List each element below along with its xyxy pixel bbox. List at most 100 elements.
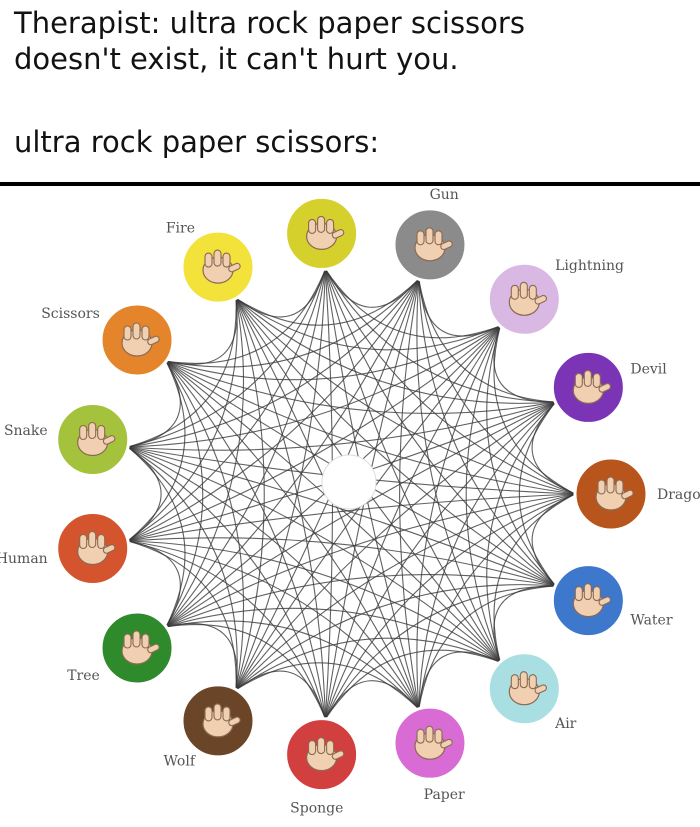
finger-gun-hand-icon [414, 227, 453, 262]
beats-arrow-line [324, 325, 501, 719]
wolf-hand-icon [202, 703, 241, 738]
fire-hand-icon [202, 249, 241, 284]
beats-arrow-line [486, 325, 556, 587]
beats-arrow-line [166, 623, 238, 690]
dragon-hand-icon [595, 476, 634, 511]
paper-hand-icon [414, 725, 453, 760]
gesture-web-lines [127, 268, 576, 720]
beats-arrow-line [418, 401, 556, 709]
beats-arrow-line [324, 585, 556, 720]
beats-arrow-line [166, 268, 326, 364]
gesture-label: Fire [166, 220, 195, 236]
beats-arrow-line [324, 268, 576, 495]
gesture-node-devil: Devil [550, 349, 667, 425]
beats-arrow-line [165, 360, 576, 495]
beats-arrow-line [165, 298, 244, 628]
devil-horns-hand-icon [572, 369, 612, 404]
beats-arrow-line [324, 268, 556, 403]
beats-arrow-line [165, 574, 556, 628]
beats-arrow-line [235, 401, 556, 691]
beats-arrow-line [324, 649, 501, 720]
beats-arrow-line [127, 298, 237, 448]
gesture-label: Wolf [163, 754, 196, 770]
beats-arrow-line [324, 401, 556, 719]
gesture-node-paper: Paper [392, 705, 468, 803]
beats-arrow-line [166, 278, 420, 368]
gesture-node-snake: Snake [4, 402, 131, 478]
beats-arrow-line [235, 325, 501, 690]
beats-arrow-line [235, 297, 576, 495]
gesture-label: Tree [67, 668, 100, 684]
beats-arrow-line [127, 446, 238, 690]
beats-arrow-line [165, 401, 556, 628]
beats-arrow-line [165, 360, 326, 719]
gesture-node-fire: Fire [166, 220, 256, 305]
beats-arrow-line [127, 269, 326, 448]
beats-arrow-line [127, 446, 501, 663]
gesture-node-scissors: Scissors [41, 302, 175, 378]
gesture-node-human: Human [0, 510, 131, 586]
gesture-label: Water [630, 612, 672, 628]
beats-arrow-line [127, 540, 237, 690]
beats-arrow-line [127, 325, 501, 448]
beats-arrow-line [465, 325, 501, 663]
beats-arrow-line [235, 298, 265, 690]
gesture-nodes: RockGunLightningDevilDragonWaterAirPaper… [0, 174, 700, 817]
beats-arrow-line [324, 269, 501, 663]
gesture-node-gun: Gun [392, 187, 468, 283]
beats-arrow-line [127, 360, 186, 542]
water-hand-icon [572, 583, 612, 618]
beats-arrow-line [127, 298, 238, 542]
gesture-label: Lightning [555, 258, 624, 274]
tree-hand-icon [121, 630, 160, 665]
beats-arrow-line [399, 279, 420, 709]
gesture-node-wolf: Wolf [163, 683, 256, 770]
beats-arrow-line [416, 279, 501, 663]
beats-arrow-line [324, 493, 576, 720]
beats-arrow-line [486, 401, 556, 663]
ultra-rps-diagram: RockGunLightningDevilDragonWaterAirPaper… [0, 174, 700, 823]
beats-arrow-line [127, 540, 501, 663]
beats-arrow-line [235, 269, 326, 690]
beats-arrow-line [418, 279, 556, 403]
divider-line [0, 182, 700, 186]
gesture-label: Dragon [657, 487, 700, 503]
beats-arrow-line [235, 298, 326, 719]
beats-arrow-line [166, 620, 420, 710]
gesture-label: Scissors [41, 306, 100, 322]
beats-arrow-line [416, 325, 501, 709]
meme-caption: Therapist: ultra rock paper scissors doe… [0, 0, 700, 184]
beats-arrow-line [127, 269, 326, 542]
beats-arrow-line [235, 278, 420, 326]
gesture-label: Snake [4, 423, 48, 439]
gesture-node-water: Water [550, 563, 673, 639]
beats-arrow-line [166, 607, 501, 663]
beats-arrow-line [493, 585, 556, 663]
beats-arrow-line [165, 360, 204, 628]
gesture-node-sponge: Sponge [284, 717, 360, 816]
caption-line-therapist: Therapist: ultra rock paper scissors [14, 6, 525, 40]
beats-arrow-line [166, 624, 326, 720]
beats-arrow-line [235, 584, 556, 691]
sponge-hand-icon [306, 737, 345, 772]
gesture-web-svg: RockGunLightningDevilDragonWaterAirPaper… [0, 174, 700, 817]
beats-arrow-line [235, 637, 501, 691]
gesture-node-rock: Rock [284, 174, 360, 271]
beats-arrow-line [493, 325, 576, 495]
beats-arrow-line [127, 446, 186, 628]
air-hand-icon [508, 671, 548, 706]
beats-arrow-line [235, 297, 501, 351]
beats-arrow-line [127, 278, 420, 448]
beats-arrow-line [418, 493, 576, 709]
lightning-hand-icon [508, 281, 548, 316]
beats-arrow-line [418, 279, 556, 587]
beats-arrow-line [165, 269, 326, 628]
beats-arrow-line [493, 325, 556, 403]
gesture-label: Sponge [290, 800, 343, 816]
beats-arrow-line [165, 493, 576, 628]
beats-arrow-line [127, 325, 501, 542]
beats-arrow-line [127, 540, 326, 719]
gesture-node-dragon: Dragon [573, 456, 700, 532]
beats-arrow-line [127, 446, 420, 710]
beats-arrow-line [235, 297, 556, 404]
